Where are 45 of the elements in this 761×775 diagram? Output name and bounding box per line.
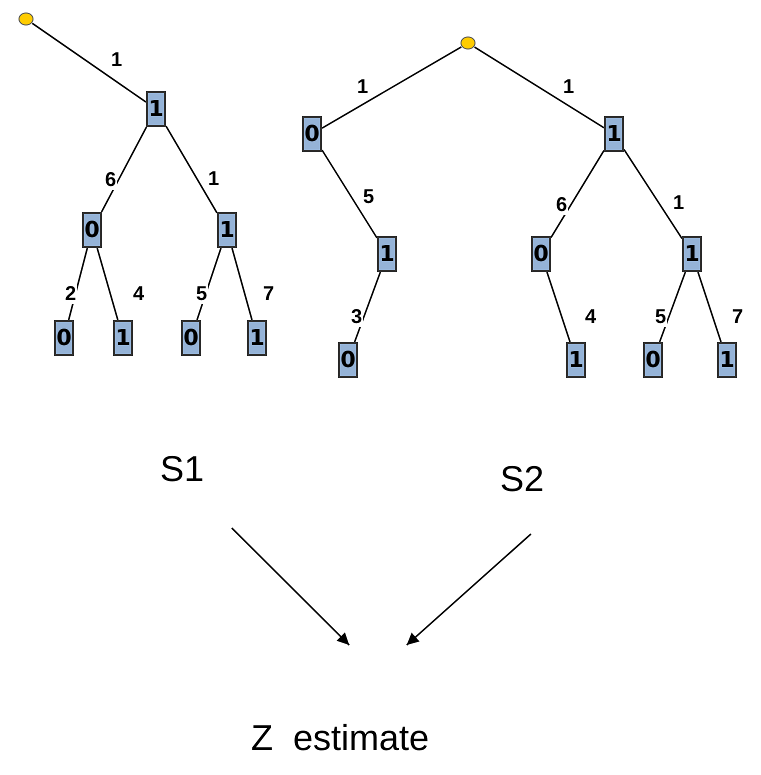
tree-branch: [474, 46, 604, 128]
tree-node: 0: [181, 320, 201, 356]
tree-branch: [658, 272, 686, 342]
text-label: Z estimate: [250, 717, 430, 759]
tree-branch: [196, 248, 222, 320]
tree-node: 1: [247, 320, 267, 356]
tree-branch: [354, 272, 382, 342]
edge-label: 2: [64, 284, 78, 304]
tree-node: 1: [377, 236, 397, 272]
tree-branch: [322, 46, 462, 129]
tree-branch: [100, 126, 148, 212]
tree-branch: [68, 248, 88, 320]
tree-node: 0: [302, 116, 322, 152]
tree-node: 0: [54, 320, 74, 356]
edge-label: 6: [104, 170, 118, 190]
edge-label: 5: [654, 307, 668, 327]
root-circle: [460, 36, 476, 50]
tree-node: 1: [682, 236, 702, 272]
tree-branch: [231, 248, 253, 320]
edge-label: 6: [555, 195, 568, 215]
tree-node: 1: [146, 91, 166, 127]
tree-branch: [96, 248, 119, 320]
tree-node: 1: [717, 342, 737, 378]
arrow: [231, 527, 350, 646]
tree-node: 0: [338, 342, 358, 378]
tree-branch: [32, 22, 146, 103]
text-label: S1: [160, 448, 204, 490]
tree-branch: [623, 148, 683, 240]
tree-branch: [165, 126, 218, 214]
tree-node: 0: [82, 212, 102, 248]
root-circle: [18, 12, 34, 26]
edge-label: 5: [195, 284, 208, 304]
tree-node: 1: [217, 212, 237, 248]
tree-node: 1: [566, 342, 586, 378]
tree-branch: [697, 272, 722, 342]
tree-branch: [321, 150, 378, 238]
tree-node: 1: [113, 320, 133, 356]
arrow: [406, 533, 532, 646]
tree-node: 0: [643, 342, 663, 378]
tree-branch: [546, 272, 571, 342]
tree-node: 0: [531, 236, 551, 272]
edge-label: 3: [350, 307, 364, 327]
tree-branch: [550, 150, 605, 238]
tree-node: 1: [604, 116, 624, 152]
text-label: S2: [500, 458, 544, 500]
